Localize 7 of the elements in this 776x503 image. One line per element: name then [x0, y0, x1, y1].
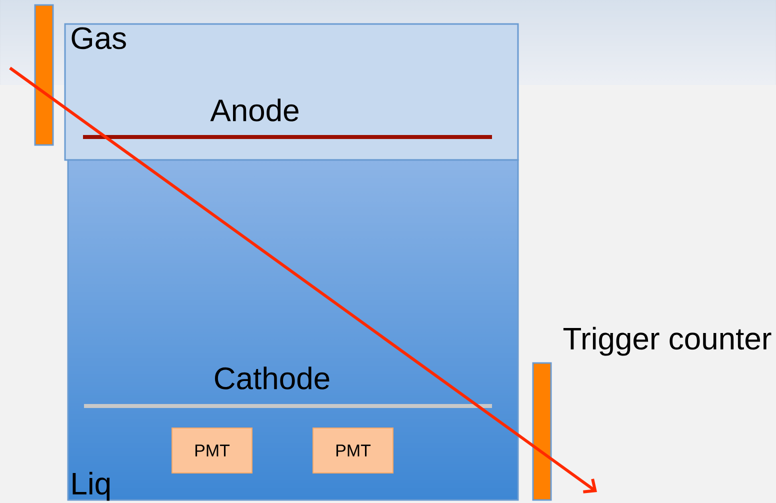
electrode-label: Cathode [214, 366, 330, 390]
node-label: Trigger counter [563, 326, 772, 356]
pmt-box: PMT [312, 428, 394, 474]
trigger-counter: Trigger counter [532, 326, 772, 501]
pmt-box: PMT [172, 428, 252, 474]
trigger-counter [34, 4, 54, 146]
electrode-label: Anode [210, 98, 298, 122]
